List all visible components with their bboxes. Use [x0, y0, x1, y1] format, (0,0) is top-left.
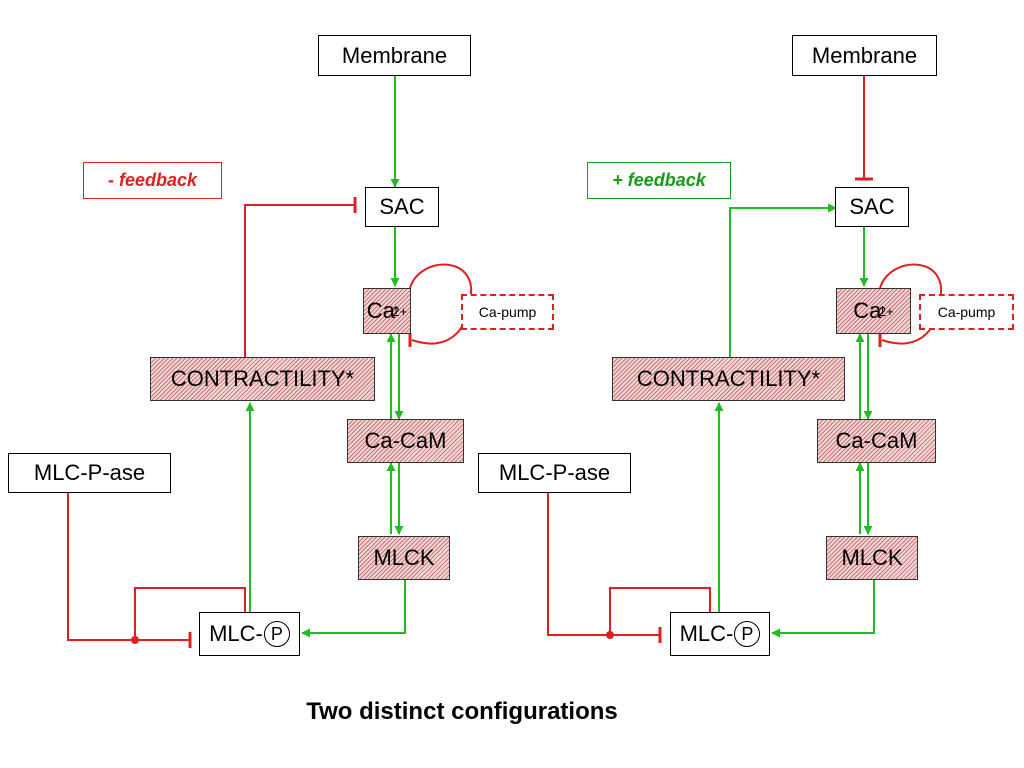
ca-cam-node: Ca-CaM: [347, 419, 464, 463]
mlc-phospho-node: MLC-P: [199, 612, 300, 656]
mlc-p-ase-node: MLC-P-ase: [8, 453, 171, 493]
mlc-to-junction-loop: [134, 587, 246, 640]
contractility-node: CONTRACTILITY*: [150, 357, 375, 401]
sac-node: SAC: [365, 187, 439, 227]
mlck-node-right: MLCK: [826, 536, 918, 580]
calcium-label-right: Ca: [853, 298, 882, 323]
calcium-subscript: i: [394, 305, 398, 317]
membrane-node-right: Membrane: [792, 35, 937, 76]
figure-caption: Two distinct configurations: [306, 698, 618, 725]
junction-dot-right: [606, 631, 614, 639]
calcium-superscript-right: 2+: [878, 303, 894, 319]
mlc-phospho-node-right: MLC-P: [670, 612, 770, 656]
phosphatase-inhibition-line-right: [547, 493, 659, 636]
ca-cam-node-right: Ca-CaM: [817, 419, 936, 463]
sac-node-right: SAC: [835, 187, 909, 227]
mlck-to-mlc-activation-right: [771, 580, 875, 638]
phosphate-circle-right: P: [734, 621, 761, 647]
positive-feedback-label: + feedback: [587, 162, 731, 199]
mlc-p-ase-node-right: MLC-P-ase: [478, 453, 631, 493]
config-right-connectors: [547, 76, 943, 643]
calcium-subscript-right: i: [881, 305, 884, 317]
positive-feedback-activation: [729, 203, 837, 357]
negative-feedback-inhibition: [244, 204, 355, 357]
ca-pump-node: Ca-pump: [461, 294, 554, 330]
mlck-to-mlc-activation: [301, 580, 406, 638]
mlc-label: MLC-: [209, 621, 263, 646]
mlc-to-junction-loop-right: [609, 587, 711, 635]
negative-feedback-label: - feedback: [83, 162, 222, 199]
phosphate-circle: P: [263, 621, 290, 647]
calcium-label: Ca: [366, 298, 395, 323]
config-left-connectors: [67, 76, 473, 648]
ca-pump-node-right: Ca-pump: [919, 294, 1014, 330]
membrane-node: Membrane: [318, 35, 471, 76]
contractility-node-right: CONTRACTILITY*: [612, 357, 845, 401]
calcium-superscript: 2+: [392, 303, 408, 319]
phosphatase-inhibition-line: [67, 493, 189, 641]
mlck-node: MLCK: [358, 536, 450, 580]
mlc-label-right: MLC-: [679, 621, 734, 646]
junction-dot: [131, 636, 139, 644]
